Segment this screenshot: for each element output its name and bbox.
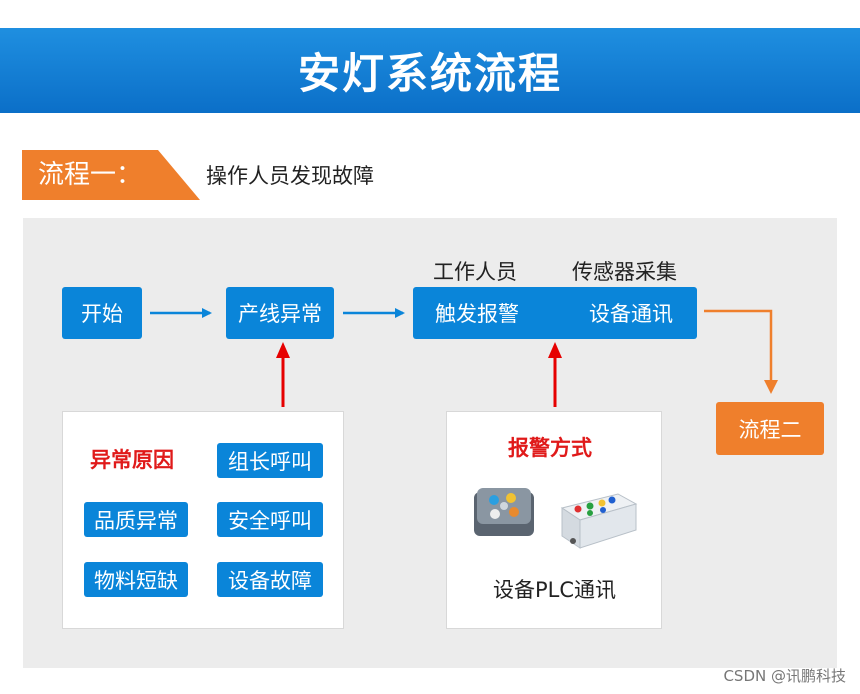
button-box-device xyxy=(474,488,534,536)
alarm-title: 报警方式 xyxy=(508,436,592,460)
cause-chip: 设备故障 xyxy=(217,562,323,597)
step-tag: 流程一： xyxy=(22,150,200,200)
line-abnormal-box: 产线异常 xyxy=(226,287,334,339)
step-description: 操作人员发现故障 xyxy=(206,164,374,188)
start-box: 开始 xyxy=(62,287,142,339)
worker-label: 工作人员 xyxy=(433,260,517,284)
cause-chip: 安全呼叫 xyxy=(217,502,323,537)
trigger-alarm-label: 触发报警 xyxy=(435,302,519,326)
control-box-device xyxy=(560,493,638,549)
cause-chip: 组长呼叫 xyxy=(217,443,323,478)
trigger-box: 触发报警 设备通讯 xyxy=(413,287,697,339)
arrow-to-step-two xyxy=(704,309,778,394)
footer-watermark: CSDN @讯鹏科技 xyxy=(723,667,846,685)
step-two-box: 流程二 xyxy=(716,402,824,455)
cause-chip: 品质异常 xyxy=(84,502,188,537)
device-caption: 设备PLC通讯 xyxy=(493,578,617,602)
causes-title: 异常原因 xyxy=(90,448,174,472)
sensor-label: 传感器采集 xyxy=(572,260,677,284)
page-title: 安灯系统流程 xyxy=(297,49,562,98)
device-comm-label: 设备通讯 xyxy=(589,302,673,326)
cause-chip: 物料短缺 xyxy=(84,562,188,597)
header-banner: 安灯系统流程 xyxy=(0,28,860,113)
